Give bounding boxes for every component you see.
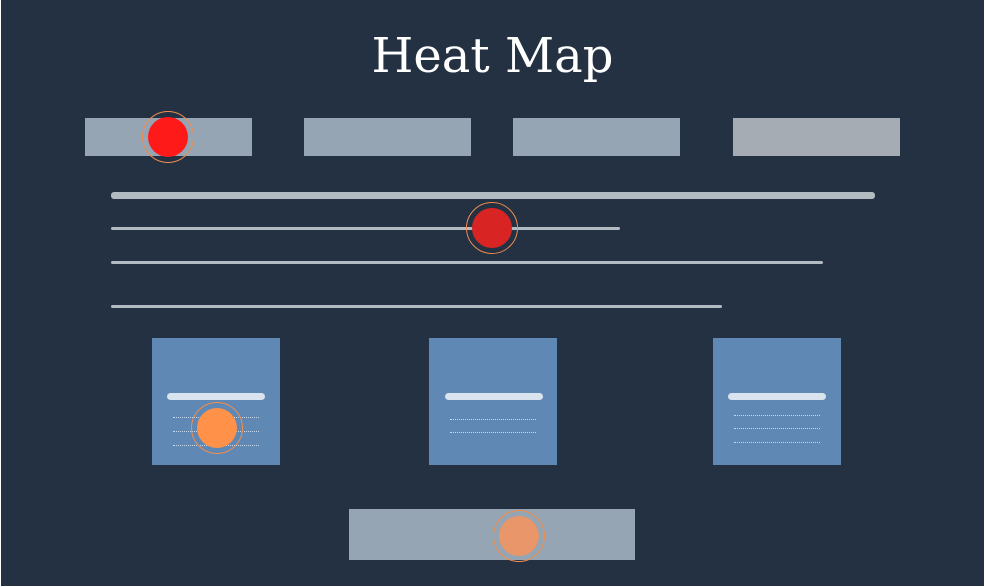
card-3[interactable] (713, 338, 841, 465)
nav-block-4[interactable] (733, 118, 900, 156)
body-line-3 (111, 261, 823, 264)
heat-spot-hot (148, 117, 188, 157)
card-text-line (450, 432, 536, 433)
nav-block-2[interactable] (304, 118, 471, 156)
heat-spot-ring (466, 202, 518, 254)
card-title-bar (728, 393, 826, 400)
card-text-line (450, 419, 536, 420)
heat-spot-ring (142, 111, 194, 163)
nav-block-3[interactable] (513, 118, 680, 156)
page-title: Heat Map (371, 28, 614, 84)
card-text-line (734, 442, 820, 443)
card-2[interactable] (429, 338, 557, 465)
heat-spot-cool (499, 516, 539, 556)
heat-spot-mid (197, 408, 237, 448)
heat-spot-ring (191, 402, 243, 454)
heat-spot-ring (493, 510, 545, 562)
card-text-line (734, 415, 820, 416)
body-line-2 (111, 227, 620, 230)
card-title-bar (445, 393, 543, 400)
body-line-1 (111, 192, 875, 199)
heat-spot-warm (472, 208, 512, 248)
card-title-bar (167, 393, 265, 400)
card-1[interactable] (152, 338, 280, 465)
bottom-block[interactable] (349, 509, 635, 560)
body-line-4 (111, 305, 722, 308)
card-text-line (734, 428, 820, 429)
